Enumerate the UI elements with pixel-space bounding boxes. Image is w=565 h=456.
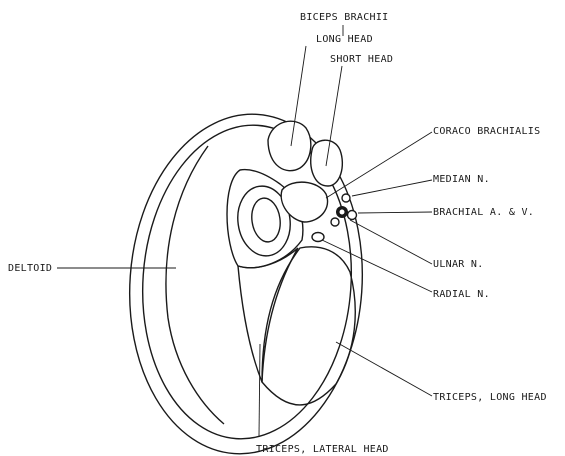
coracobrachialis-muscle	[281, 182, 327, 222]
biceps-long-head	[268, 121, 311, 170]
median-nerve	[342, 194, 350, 202]
brachial-vein	[348, 211, 357, 220]
radial-leader	[322, 240, 432, 292]
label-brachial-artery-vein: BRACHIAL A. & V.	[433, 207, 534, 218]
label-deltoid: DELTOID	[8, 263, 52, 274]
deltoid-boundary	[166, 146, 224, 424]
label-radial-nerve: RADIAL N.	[433, 289, 490, 300]
label-ulnar-nerve: ULNAR N.	[433, 259, 484, 270]
triceps-long-leader	[336, 342, 432, 396]
brachial-artery-lumen	[340, 210, 345, 215]
label-long-head: LONG HEAD	[316, 34, 373, 45]
label-median-nerve: MEDIAN N.	[433, 174, 490, 185]
humerus-medulla	[249, 196, 283, 243]
label-triceps-long-head: TRICEPS, LONG HEAD	[433, 392, 547, 403]
triceps-lateral-leader	[259, 344, 260, 436]
brachial-vein-small	[331, 218, 339, 226]
label-coraco-brachialis: CORACO BRACHIALIS	[433, 126, 540, 137]
label-biceps-brachii: BICEPS BRACHII	[300, 12, 389, 23]
label-short-head: SHORT HEAD	[330, 54, 393, 65]
triceps-long-head	[262, 247, 355, 405]
brachial-leader	[358, 212, 432, 213]
median-leader	[352, 180, 432, 196]
label-triceps-lateral-head: TRICEPS, LATERAL HEAD	[256, 444, 389, 455]
